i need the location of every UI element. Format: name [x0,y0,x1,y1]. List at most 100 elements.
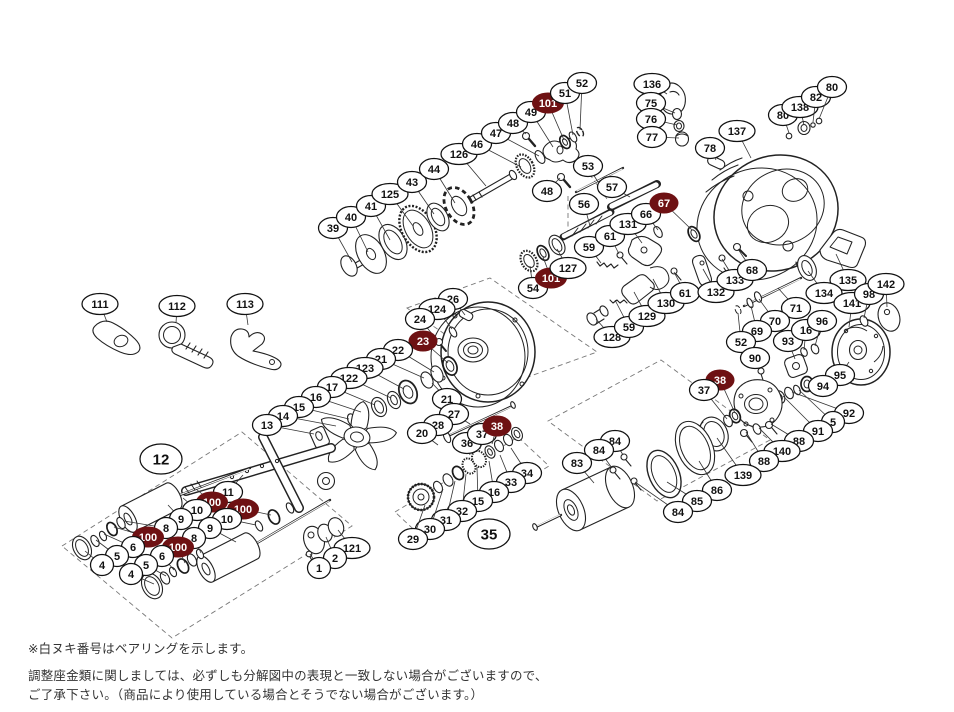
callout-84: 84 [634,481,694,524]
callout-67: 67 [649,192,693,231]
svg-text:6: 6 [130,542,136,554]
callout-135: 135 [829,253,867,292]
svg-text:80: 80 [826,82,838,94]
svg-text:47: 47 [490,128,502,140]
part-100-bearing [267,509,281,525]
svg-text:10: 10 [191,505,203,517]
svg-text:141: 141 [843,298,861,310]
svg-text:48: 48 [507,118,519,130]
part-36 [502,433,514,447]
svg-text:66: 66 [640,209,652,221]
part-32-bearing [451,465,465,481]
part-122 [386,390,402,410]
star-drag [320,401,397,471]
callout-125: 125 [371,182,414,227]
callout-35: 35 [467,518,511,550]
part-37 [723,414,733,428]
svg-text:78: 78 [704,143,716,155]
svg-text:9: 9 [178,514,184,526]
part-22 [430,365,444,383]
part-31 [442,473,454,487]
handle-assembly [71,432,345,600]
svg-text:5: 5 [114,551,120,563]
part-51 [568,131,578,143]
part-98 [859,315,869,327]
callout-4: 4 [118,562,155,586]
callout-76: 76 [635,107,678,131]
svg-text:92: 92 [843,408,855,420]
callout-139: 139 [716,437,762,487]
svg-text:5: 5 [143,560,149,572]
svg-text:85: 85 [691,496,703,508]
callout-1: 1 [306,553,332,580]
part-121-cap [327,517,345,537]
adjustment-washer-disclaimer: 調整座金類に関しましては、必ずしも分解図中の表現と一致しない場合がございますので… [28,667,548,705]
svg-text:6: 6 [159,551,165,563]
callout-90: 90 [739,346,771,370]
svg-text:4: 4 [128,569,135,581]
callout-38: 38 [482,415,512,445]
callout-layer: 3940411254344126464748491015152485357565… [81,71,905,586]
part-142-plate [877,302,901,332]
svg-text:22: 22 [392,345,404,357]
part-93-knob [784,354,808,378]
spool-assembly [532,420,716,532]
part-39 [340,255,358,277]
svg-text:61: 61 [604,231,616,243]
callout-56: 56 [568,192,600,227]
callout-43: 43 [396,170,435,215]
part-101-bearing [536,244,550,262]
callout-111: 111 [81,292,119,323]
part-90-screw [757,367,765,375]
callout-77: 77 [636,125,680,149]
part-135-clamp [819,228,867,269]
svg-text:16: 16 [310,392,322,404]
svg-text:121: 121 [343,543,361,555]
disclaimer-line-1: 調整座金類に関しましては、必ずしも分解図中の表現と一致しない場合がございますので… [28,669,548,683]
svg-text:133: 133 [726,275,744,287]
part-100-bearing [176,558,190,574]
svg-text:126: 126 [450,149,468,161]
part-4-ring [71,535,93,561]
callout-88: 88 [745,431,780,473]
svg-text:128: 128 [603,332,621,344]
svg-text:112: 112 [168,301,186,313]
part-129-bracket [621,274,655,305]
svg-text:82: 82 [810,92,822,104]
svg-text:137: 137 [728,126,746,138]
svg-text:91: 91 [812,426,824,438]
svg-text:134: 134 [815,288,834,300]
svg-text:8: 8 [163,523,169,535]
part-59-spring [596,261,619,269]
part-92 [784,386,794,400]
svg-text:67: 67 [658,198,670,210]
callout-127: 127 [549,248,587,280]
callout-12: 12 [139,443,183,475]
part-88-screw [764,420,774,430]
svg-text:46: 46 [471,139,483,151]
part-48-screw [521,131,531,141]
svg-text:16: 16 [800,325,812,337]
svg-text:27: 27 [448,409,460,421]
svg-text:129: 129 [638,311,656,323]
part-101-bearing [558,134,572,150]
svg-text:138: 138 [791,102,809,114]
svg-text:29: 29 [407,534,419,546]
svg-text:68: 68 [746,265,758,277]
part-66 [653,225,663,239]
part-1-screw [305,550,313,558]
callout-52: 52 [566,71,598,131]
svg-text:95: 95 [834,370,846,382]
part-68-screw [732,242,742,252]
callout-84: 84 [583,438,615,469]
callout-96: 96 [806,309,838,347]
part-16 [800,347,808,357]
svg-text:12: 12 [153,451,170,468]
svg-text:139: 139 [734,470,752,482]
part-82 [810,122,816,128]
part-96 [810,343,820,355]
part-34 [493,439,505,453]
part-30 [432,480,444,494]
